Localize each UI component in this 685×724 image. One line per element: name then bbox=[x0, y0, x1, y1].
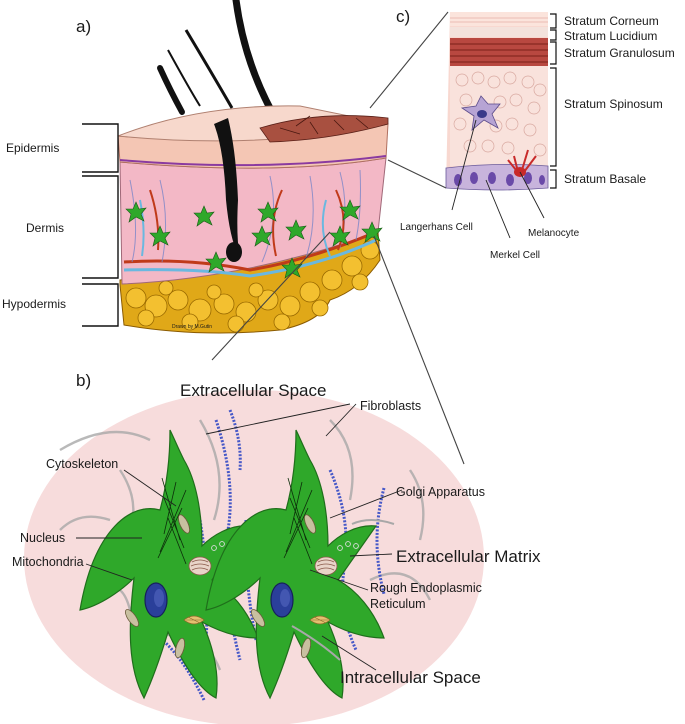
panel-label-b: b) bbox=[76, 371, 91, 390]
layer-label-dermis: Dermis bbox=[26, 221, 64, 235]
stratum-lucidium-label: Stratum Lucidium bbox=[564, 29, 657, 43]
rough-er-label-line1: Rough Endoplasmic bbox=[370, 581, 482, 595]
intracellular-space-label: Intracellular Space bbox=[340, 668, 481, 687]
panel-b-cell-view bbox=[24, 390, 484, 724]
illustration-credit: Drawn by M.Gutin bbox=[172, 324, 212, 330]
panel-a-skin-block: Drawn by M.Gutin bbox=[117, 0, 389, 334]
merkel-cell-label: Merkel Cell bbox=[490, 250, 540, 261]
nucleus-label: Nucleus bbox=[20, 531, 65, 545]
rough-er-label-line2: Reticulum bbox=[370, 597, 426, 611]
golgi-apparatus-label: Golgi Apparatus bbox=[396, 485, 485, 499]
connector-lines bbox=[211, 11, 465, 465]
leader-lines bbox=[76, 119, 545, 671]
layer-brackets bbox=[82, 123, 119, 327]
panel-label-c: c) bbox=[396, 7, 410, 26]
langerhans-cell-label: Langerhans Cell bbox=[400, 222, 473, 233]
cytoskeleton-label: Cytoskeleton bbox=[46, 457, 118, 471]
layer-label-epidermis: Epidermis bbox=[6, 141, 59, 155]
stratum-granulosum-label: Stratum Granulosum bbox=[564, 46, 675, 60]
extracellular-space-label: Extracellular Space bbox=[180, 381, 326, 400]
melanocyte-label: Melanocyte bbox=[528, 228, 580, 239]
layer-label-hypodermis: Hypodermis bbox=[2, 297, 66, 311]
stratum-corneum-label: Stratum Corneum bbox=[564, 14, 659, 28]
mitochondria-label: Mitochondria bbox=[12, 555, 84, 569]
panel-label-a: a) bbox=[76, 17, 91, 36]
stratum-basale-label: Stratum Basale bbox=[564, 172, 646, 186]
fibroblasts-label: Fibroblasts bbox=[360, 399, 421, 413]
panel-c-epidermis-strata bbox=[445, 12, 557, 191]
stratum-spinosum-label: Stratum Spinosum bbox=[564, 97, 663, 111]
extracellular-matrix-label: Extracellular Matrix bbox=[396, 547, 541, 566]
